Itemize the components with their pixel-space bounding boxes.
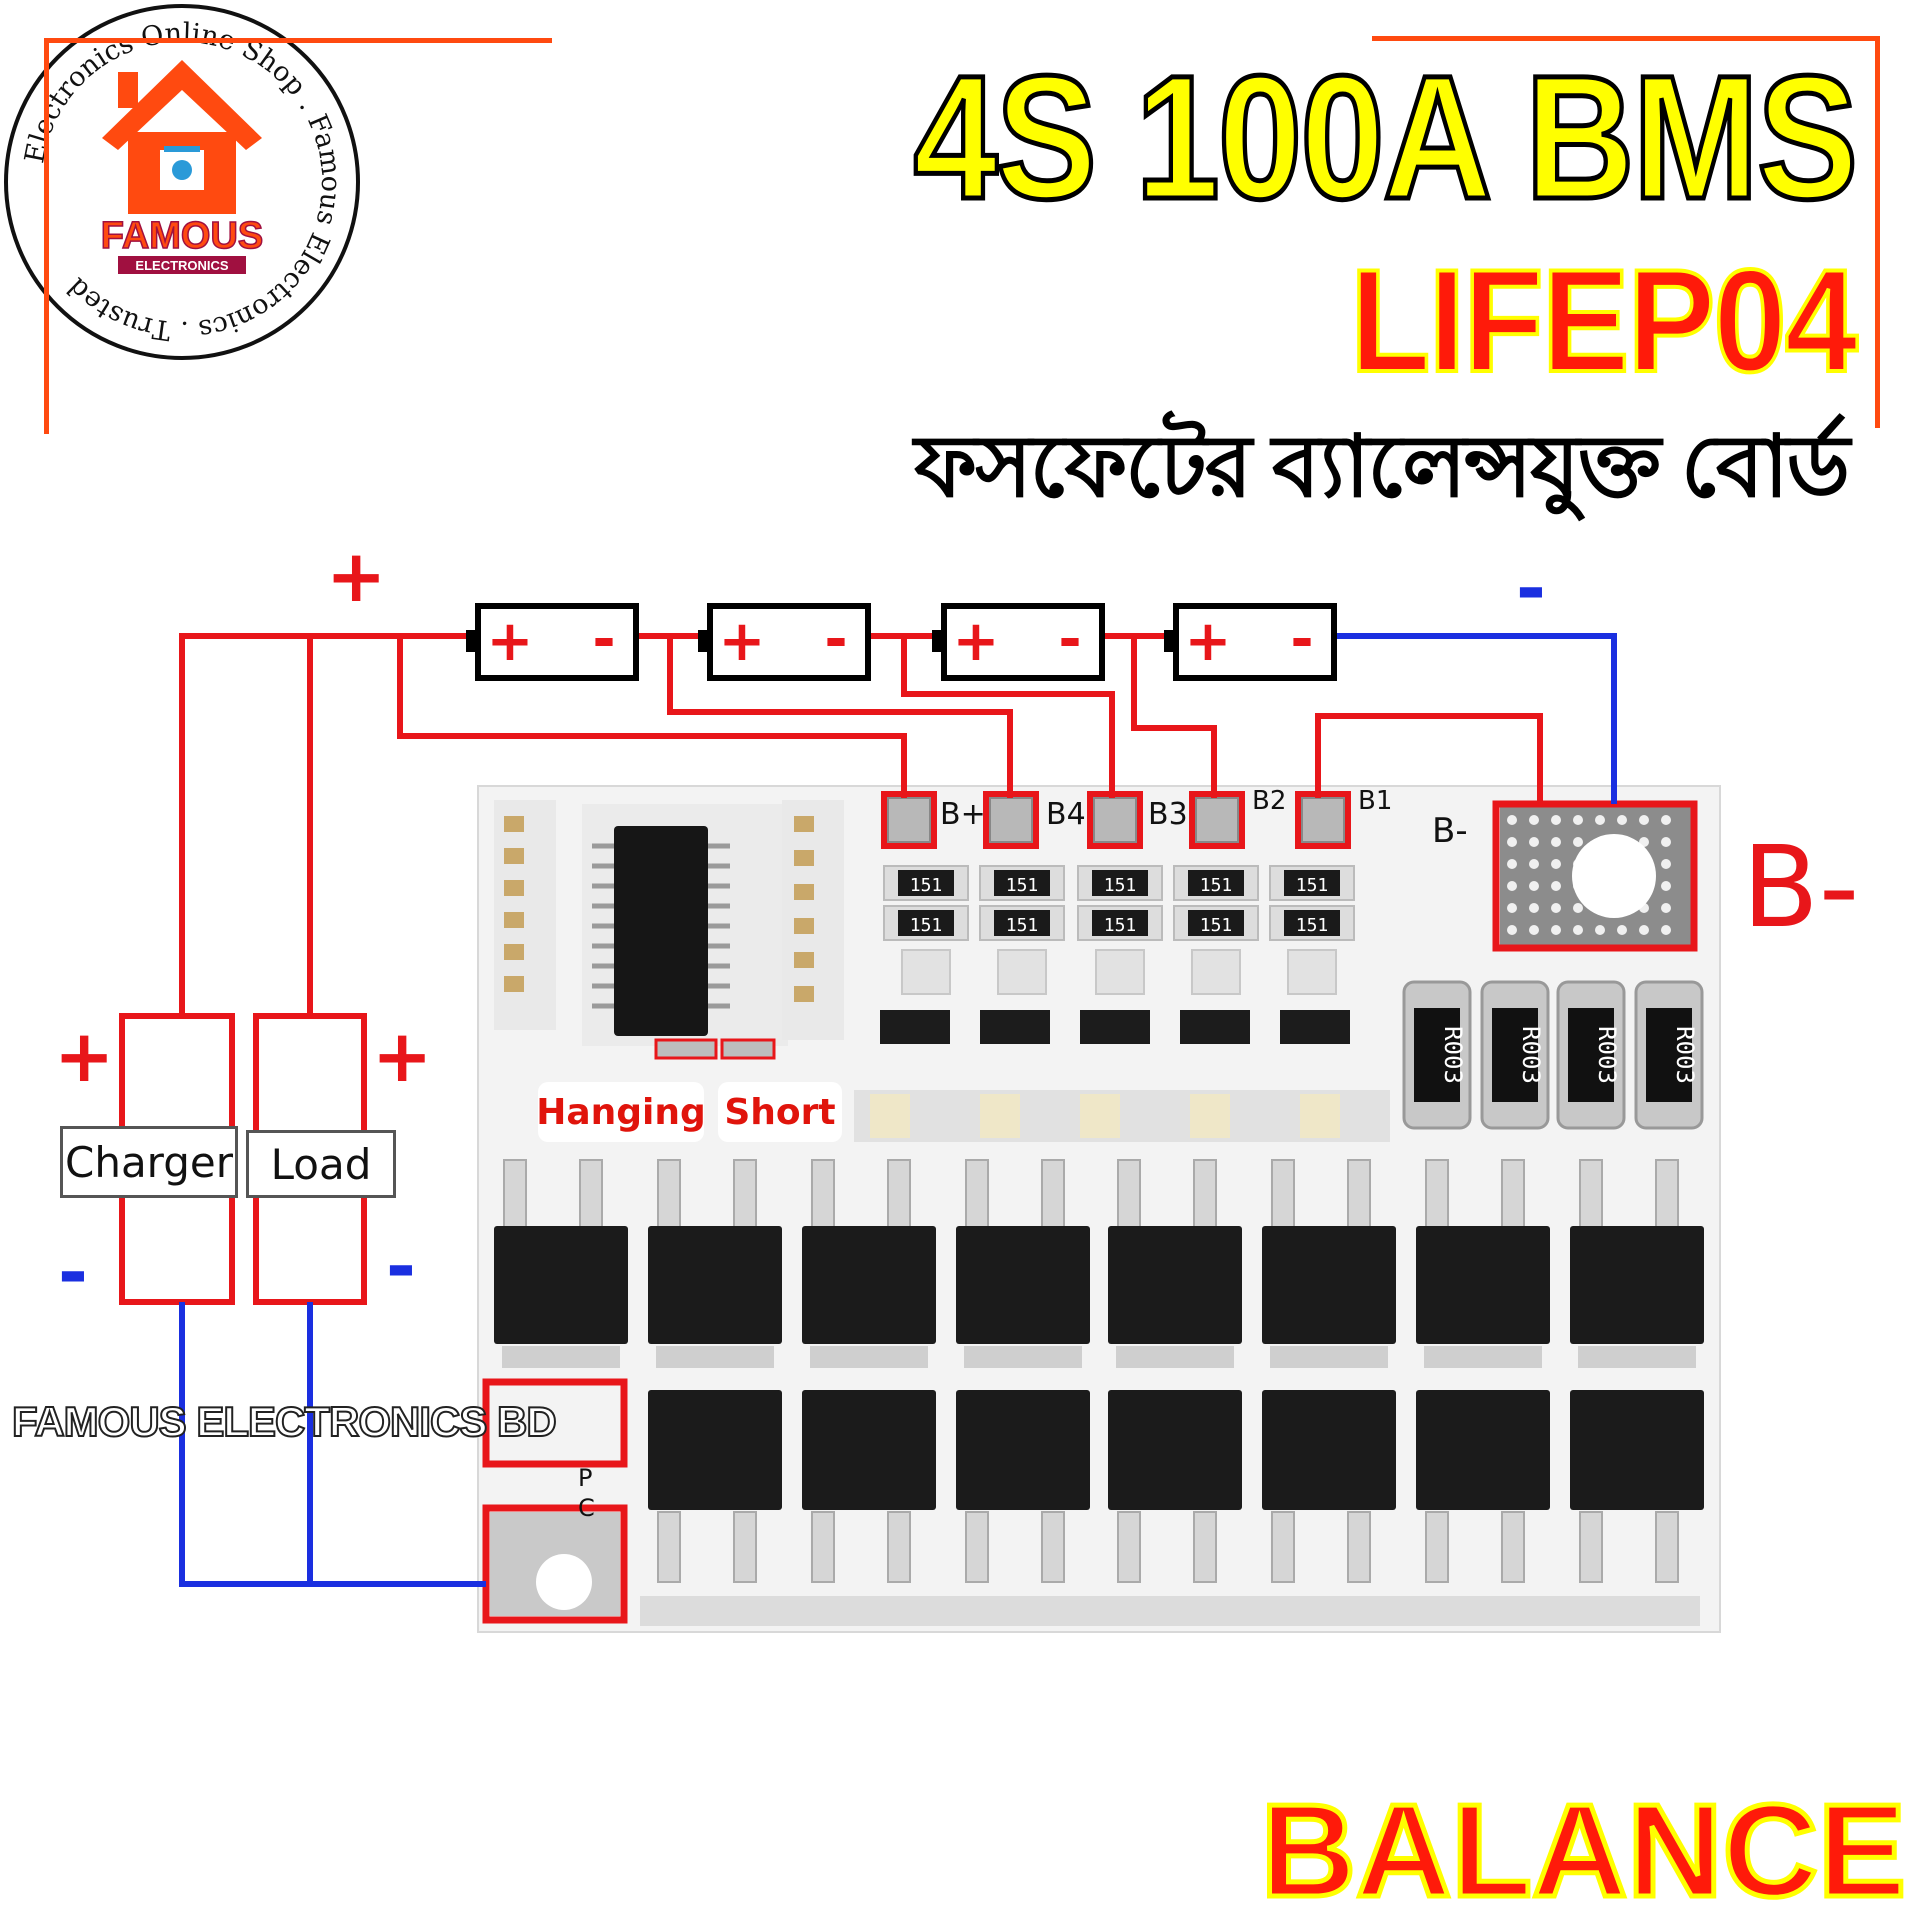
resistor <box>994 910 1050 936</box>
pad-label-b1: B1 <box>1358 786 1393 816</box>
charger-label: Charger <box>60 1126 238 1198</box>
frame-right <box>1875 36 1880 428</box>
cell-plus-sign: + <box>719 609 766 674</box>
battery-cell-3: +- <box>932 603 1105 681</box>
resistor-code: 151 <box>910 915 943 936</box>
short-label: Short <box>718 1082 842 1142</box>
resistor <box>898 910 954 936</box>
resistor-array: 151 151 151 151 151 151 151 151 151 151 <box>883 865 1355 995</box>
mosfet <box>648 1226 782 1344</box>
frame-left <box>44 38 49 434</box>
battery-cell-4: +- <box>1164 603 1337 681</box>
resistor-code: 151 <box>1006 915 1039 936</box>
watermark: FAMOUS ELECTRONICS BD <box>11 1397 558 1446</box>
resistor <box>1284 910 1340 936</box>
mosfet <box>956 1390 1090 1510</box>
pad-label-c: C <box>578 1494 595 1522</box>
c-pad <box>482 1504 628 1624</box>
resistor <box>1188 910 1244 936</box>
shunt-resistors: R003 R003 R003 R003 <box>1402 980 1704 1130</box>
pad-label-b3: B3 <box>1148 797 1188 832</box>
resistor <box>1188 870 1244 896</box>
resistor <box>994 870 1050 896</box>
resistor-code: 151 <box>1006 875 1039 896</box>
cell-plus-sign: + <box>487 609 534 674</box>
resistor-code: 151 <box>1104 875 1137 896</box>
main-minus-sign: - <box>1516 546 1546 630</box>
mosfet <box>1416 1390 1550 1510</box>
cell-minus-sign: - <box>592 607 615 672</box>
mosfet <box>1570 1226 1704 1344</box>
shop-logo: Electronics Online Shop . Famous Electro… <box>4 4 360 360</box>
resistor-code: 151 <box>1200 915 1233 936</box>
hanging-label: Hanging <box>536 1082 706 1142</box>
frame-top-left <box>44 38 552 43</box>
pad-label-b4: B4 <box>1046 797 1086 832</box>
logo-brand: FAMOUS <box>101 215 264 257</box>
cell-minus-sign: - <box>1290 607 1313 672</box>
charger-plus-sign: + <box>54 1014 115 1098</box>
mosfet <box>494 1226 628 1344</box>
controller-chip <box>614 826 708 1036</box>
frame-top-right <box>1372 36 1880 41</box>
shunt-code: R003 <box>1517 1026 1545 1084</box>
resistor-code: 151 <box>910 875 943 896</box>
cell-minus-sign: - <box>824 607 847 672</box>
shunt-code: R003 <box>1671 1026 1699 1084</box>
resistor <box>1284 870 1340 896</box>
resistor-code: 151 <box>1296 915 1329 936</box>
mosfet <box>1262 1390 1396 1510</box>
title-line-1: 4S 100A BMS <box>911 38 1860 239</box>
shunt-code: R003 <box>1439 1026 1467 1084</box>
house-icon <box>102 60 262 214</box>
resistor <box>1092 870 1148 896</box>
pad-label-b2: B2 <box>1252 786 1287 816</box>
battery-cell-2: +- <box>698 603 871 681</box>
title-line-2: LIFEP04 <box>1348 237 1859 404</box>
mosfet <box>1262 1226 1396 1344</box>
pad-label-bminus: B- <box>1432 811 1468 851</box>
resistor-code: 151 <box>1296 875 1329 896</box>
subtitle-bengali: ফসফেটের ব্যালেন্সযুক্ত বোর্ড <box>914 419 1850 515</box>
mosfet <box>956 1226 1090 1344</box>
mosfet <box>1108 1390 1242 1510</box>
mosfet-array <box>494 1159 1704 1583</box>
mosfet <box>802 1390 936 1510</box>
pad-label-p: P <box>578 1464 593 1492</box>
mosfet <box>1570 1390 1704 1510</box>
b-minus-pad <box>1492 800 1698 952</box>
mosfet <box>802 1226 936 1344</box>
resistor-code: 151 <box>1200 875 1233 896</box>
charger-minus-sign: - <box>58 1230 88 1314</box>
resistor <box>898 870 954 896</box>
cell-plus-sign: + <box>953 609 1000 674</box>
negative-wires <box>179 633 1617 1587</box>
shunt-code: R003 <box>1593 1026 1621 1084</box>
main-plus-sign: + <box>326 534 387 618</box>
load-minus-sign: - <box>386 1224 416 1308</box>
load-label: Load <box>246 1130 396 1198</box>
balance-label: BALANCE <box>1258 1775 1908 1926</box>
load-plus-sign: + <box>372 1014 433 1098</box>
mosfet <box>648 1390 782 1510</box>
logo-sub: ELECTRONICS <box>135 258 229 273</box>
mosfet <box>1108 1226 1242 1344</box>
b-minus-label: B- <box>1742 823 1860 953</box>
battery-cell-1: +- <box>466 603 639 681</box>
battery-cells: +-+-+-+- <box>466 603 1337 681</box>
cell-minus-sign: - <box>1058 607 1081 672</box>
resistor <box>1092 910 1148 936</box>
mosfet <box>1416 1226 1550 1344</box>
resistor-code: 151 <box>1104 915 1137 936</box>
pad-label-bplus: B+ <box>940 797 986 832</box>
cell-plus-sign: + <box>1185 609 1232 674</box>
